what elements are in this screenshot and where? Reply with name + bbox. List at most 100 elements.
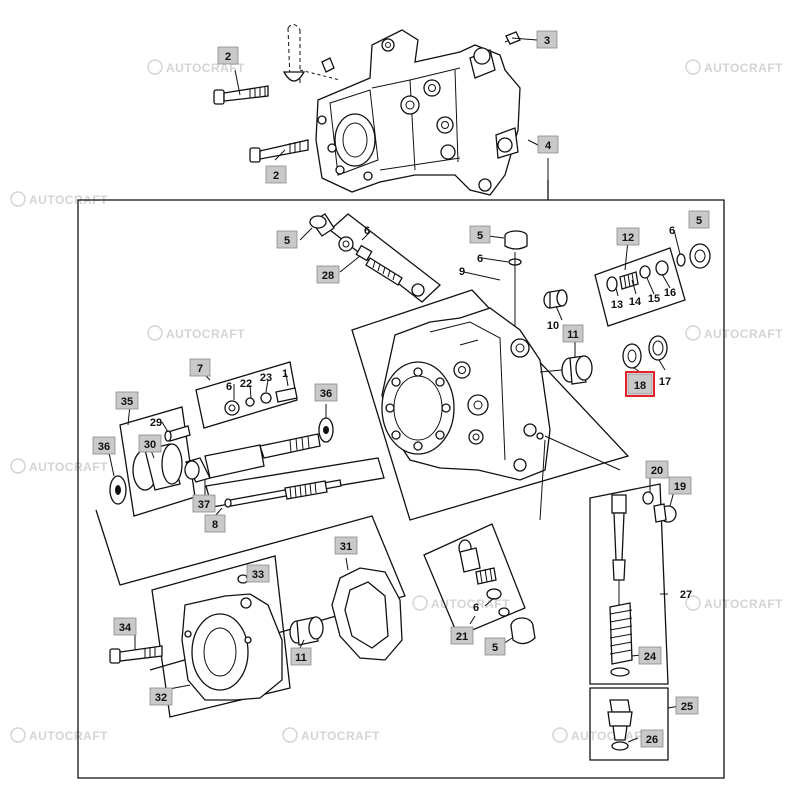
svg-text:24: 24 [644,651,657,663]
kit-12-box [594,247,686,327]
gasket-31 [331,567,403,661]
svg-text:9: 9 [459,266,465,278]
highlight-box [625,371,655,397]
svg-text:AUTOCRAFT: AUTOCRAFT [29,193,108,207]
plug-5-lower [510,617,536,645]
callout-18[interactable]: 18 [625,371,655,397]
cover-32 [181,593,283,701]
oring-20 [642,491,654,505]
watermark-6: AUTOCRAFT [10,458,108,474]
svg-text:23: 23 [260,372,272,384]
svg-text:7: 7 [197,363,203,375]
svg-text:6: 6 [364,225,370,237]
callout-30: 30 [138,434,162,453]
watermark-7: AUTOCRAFT [412,595,510,611]
callout-15: 15 [648,293,660,305]
watermark-10: AUTOCRAFT [282,727,380,743]
svg-text:AUTOCRAFT: AUTOCRAFT [29,460,108,474]
callout-36-left: 36 [92,436,116,455]
assembled-pump [282,24,521,196]
svg-text:16: 16 [664,287,676,299]
svg-text:AUTOCRAFT: AUTOCRAFT [704,327,783,341]
callout-6-b: 6 [477,253,483,265]
callout-1: 1 [282,368,288,380]
callout-21: 21 [450,626,474,645]
housing-9-frame [351,289,630,521]
bolt-34 [109,645,163,664]
callout-25: 25 [675,696,699,715]
svg-text:20: 20 [651,465,663,477]
svg-text:32: 32 [155,692,167,704]
housing-9 [381,307,621,521]
svg-text:AUTOCRAFT: AUTOCRAFT [704,597,783,611]
callout-6-a: 6 [364,225,370,237]
svg-text:27: 27 [680,589,692,601]
svg-text:AUTOCRAFT: AUTOCRAFT [301,729,380,743]
washer-36-left [109,475,127,505]
watermark-3: AUTOCRAFT [10,191,108,207]
svg-text:AUTOCRAFT: AUTOCRAFT [166,61,245,75]
plug-5-right [676,243,711,269]
svg-text:34: 34 [119,622,132,634]
watermark-11: AUTOCRAFT [552,727,650,743]
svg-text:17: 17 [659,376,671,388]
svg-text:22: 22 [240,378,252,390]
svg-text:26: 26 [646,734,658,746]
callout-11-lower: 11 [290,647,312,666]
callout-13: 13 [611,299,623,311]
bushing-30 [132,443,183,491]
shaft-37 [184,433,321,483]
washer-36-right [318,417,334,443]
callout-2-bottom: 2 [265,165,287,184]
watermark-1: AUTOCRAFT [147,59,245,75]
svg-text:6: 6 [473,602,479,614]
svg-text:3: 3 [544,35,550,47]
svg-text:AUTOCRAFT: AUTOCRAFT [704,61,783,75]
svg-text:14: 14 [629,296,642,308]
pin-29 [164,425,191,442]
svg-text:19: 19 [674,481,686,493]
callout-5-a: 5 [276,230,298,249]
svg-text:35: 35 [121,396,133,408]
callout-19: 19 [668,476,692,495]
callout-35: 35 [115,391,139,410]
kit-7-box [195,361,298,429]
svg-text:5: 5 [477,230,483,242]
callout-27: 27 [680,589,692,601]
callout-29: 29 [150,417,162,429]
bolt-2-lower [249,139,309,163]
callout-12: 12 [616,227,640,246]
watermark-4: AUTOCRAFT [147,325,245,341]
svg-text:11: 11 [567,329,579,341]
svg-text:6: 6 [477,253,483,265]
bushing-11-lower [289,616,324,646]
plug-5-upper-left [309,213,335,237]
watermark-9: AUTOCRAFT [10,727,108,743]
svg-text:30: 30 [144,439,156,451]
kit-21-box [423,523,526,637]
callout-6-e: 6 [473,602,479,614]
ring-17 [648,335,668,361]
svg-text:6: 6 [669,225,675,237]
callout-32: 32 [149,687,173,706]
watermark-5: AUTOCRAFT [685,325,783,341]
callout-6-d: 6 [226,381,232,393]
callout-6-c: 6 [669,225,675,237]
callout-5-b: 5 [469,225,491,244]
plug-19 [653,503,677,523]
plug-33 [237,574,249,584]
callout-9: 9 [459,266,465,278]
svg-text:5: 5 [492,642,498,654]
callout-16: 16 [664,287,676,299]
callout-22: 22 [240,378,252,390]
plug-5-center [504,230,528,340]
callout-26: 26 [640,729,664,748]
svg-text:11: 11 [295,652,307,664]
svg-text:29: 29 [150,417,162,429]
svg-text:33: 33 [252,569,264,581]
svg-text:2: 2 [273,170,279,182]
callout-10: 10 [547,320,559,332]
callout-20: 20 [645,460,669,479]
svg-text:2: 2 [225,51,231,63]
